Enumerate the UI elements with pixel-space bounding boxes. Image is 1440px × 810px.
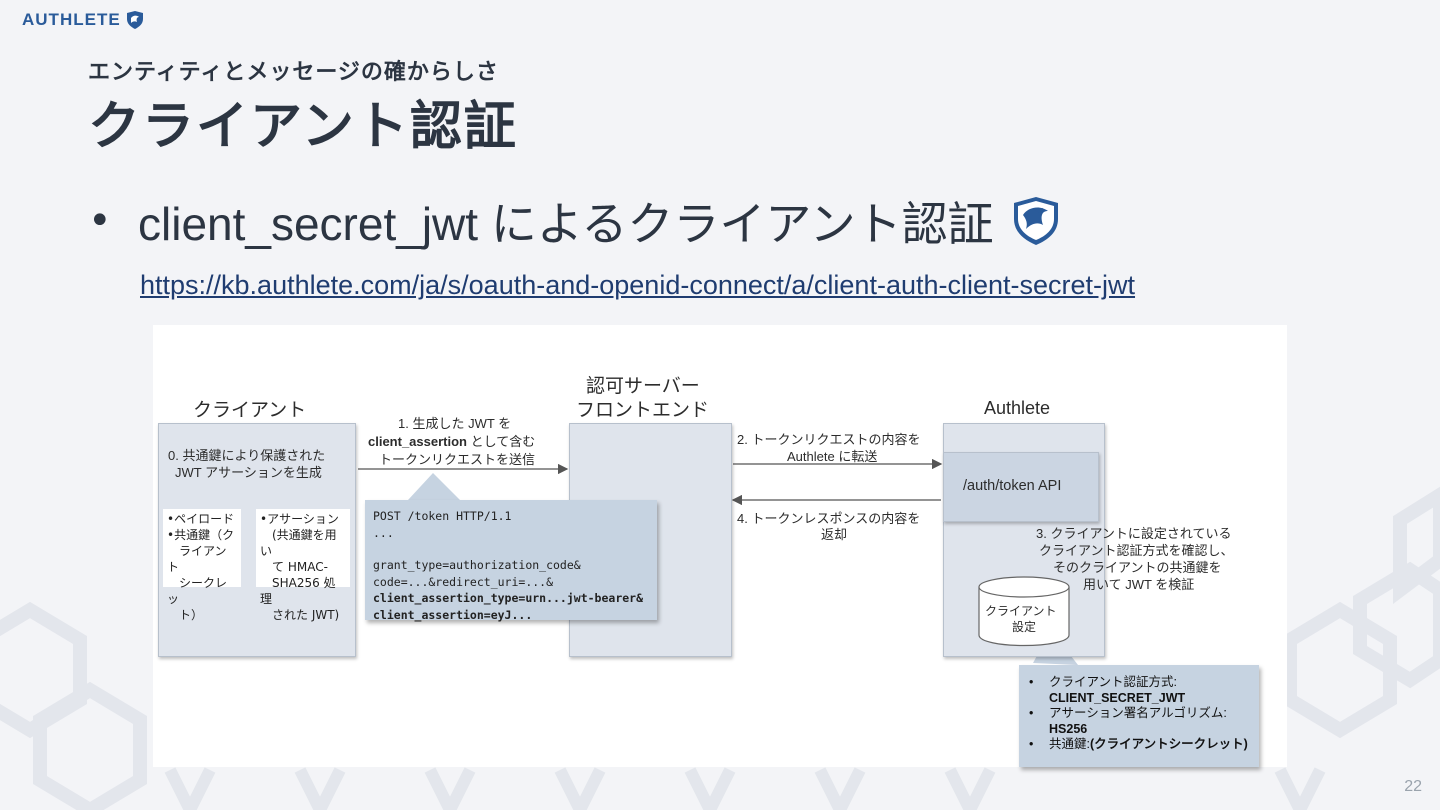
slide-title: クライアント認証 [88, 97, 518, 157]
authlete-logo: AUTHLETE [22, 10, 145, 30]
step4-line1: 4. トークンレスポンスの内容を [737, 511, 921, 526]
token-request-code: POST /token HTTP/1.1... grant_type=author… [365, 500, 657, 622]
code-line: POST /token HTTP/1.1 [373, 509, 512, 523]
step2-line2: Authlete に転送 [787, 449, 878, 464]
frontend-title-line1: 認可サーバー [586, 376, 700, 397]
shared-key-value: (クライアントシークレット) [1089, 737, 1248, 751]
bullet-marker: • [88, 198, 112, 244]
settings-item: • 共通鍵: (クライアントシークレット) [1029, 737, 1248, 751]
callout-pointer-request [408, 473, 460, 500]
assertion-line: SHA256 処理 [260, 576, 336, 606]
settings-item: • クライアント認証方式: [1029, 675, 1177, 689]
step3-line2: クライアント認証方式を確認し、 [1039, 543, 1234, 558]
code-line: ... [373, 525, 394, 540]
client-settings-db-icon [978, 576, 1070, 647]
code-line: client_assertion_type=urn...jwt-bearer& [373, 591, 644, 605]
auth-method-label: クライアント認証方式: [1049, 675, 1177, 689]
payload-line: シークレッ [167, 576, 228, 606]
client-settings-callout: • クライアント認証方式: CLIENT_SECRET_JWT • アサーション… [1019, 665, 1259, 767]
step1-line1: 1. 生成した JWT を [398, 416, 512, 431]
payload-line: •ペイロード [167, 512, 235, 526]
payload-box: •ペイロード •共通鍵（ク ライアント シークレッ ト） [163, 509, 241, 622]
signing-alg-label: アサーション署名アルゴリズム: [1049, 706, 1227, 720]
step1-line3: トークンリクエストを送信 [379, 452, 536, 467]
step0-line1: 0. 共通鍵により保護された [168, 448, 326, 463]
kb-article-link[interactable]: https://kb.authlete.com/ja/s/oauth-and-o… [140, 270, 1136, 300]
bullet-text: client_secret_jwt によるクライアント認証 [138, 198, 994, 250]
assertion-line: された JWT) [260, 608, 340, 622]
frontend-title-line2: フロントエンド [576, 400, 710, 421]
code-line: client_assertion=eyJ... [373, 607, 533, 622]
payload-line: •共通鍵（ク [167, 528, 235, 542]
slide-subtitle: エンティティとメッセージの確からしさ [88, 60, 499, 85]
code-line: grant_type=authorization_code& [373, 558, 581, 572]
signing-alg-value: HS256 [1049, 721, 1088, 736]
step0-line2: JWT アサーションを生成 [175, 465, 322, 480]
step2-line1: 2. トークンリクエストの内容を [737, 432, 921, 447]
step1-param: client_assertion [368, 434, 467, 449]
assertion-box: •アサーション (共通鍵を用い て HMAC- SHA256 処理 された JW… [256, 509, 350, 622]
assertion-line: て HMAC- [260, 560, 328, 574]
settings-item: • アサーション署名アルゴリズム: [1029, 706, 1227, 720]
token-api-box: /auth/token API [943, 452, 1099, 522]
page-number: 22 [1404, 778, 1422, 795]
step3-line4: 用いて JWT を検証 [1083, 577, 1195, 592]
authlete-title: Authlete [984, 398, 1051, 418]
auth-method-value: CLIENT_SECRET_JWT [1049, 690, 1186, 705]
step3-line3: そのクライアントの共通鍵を [1053, 560, 1222, 575]
shield-eagle-icon [1013, 197, 1058, 245]
step1-line2: client_assertion として含む [368, 431, 535, 450]
client-auth-diagram: クライアント 0. 共通鍵により保護された JWT アサーションを生成 •ペイロ… [153, 325, 1287, 767]
token-api-label: /auth/token API [963, 478, 1062, 494]
client-title: クライアント [193, 400, 307, 421]
step3-line1: 3. クライアントに設定されている [1036, 526, 1232, 541]
db-line1: クライアント [985, 604, 1057, 618]
step1-line2-rest: として含む [467, 434, 536, 449]
logo-text: AUTHLETE [22, 10, 121, 29]
bullet-item: • client_secret_jwt によるクライアント認証 [88, 188, 1062, 254]
settings-item-value: CLIENT_SECRET_JWT [1029, 691, 1249, 707]
assertion-line: (共通鍵を用い [260, 528, 337, 558]
db-line2: 設定 [1012, 620, 1037, 634]
payload-line: ト） [167, 608, 204, 622]
step4-line2: 返却 [821, 527, 848, 542]
payload-line: ライアント [167, 544, 227, 574]
shared-key-label: 共通鍵: [1049, 737, 1090, 751]
code-line: code=...&redirect_uri=...& [373, 574, 554, 589]
settings-item-value: HS256 [1029, 722, 1249, 738]
assertion-line: •アサーション [260, 512, 339, 526]
shield-logo-icon [126, 11, 143, 29]
